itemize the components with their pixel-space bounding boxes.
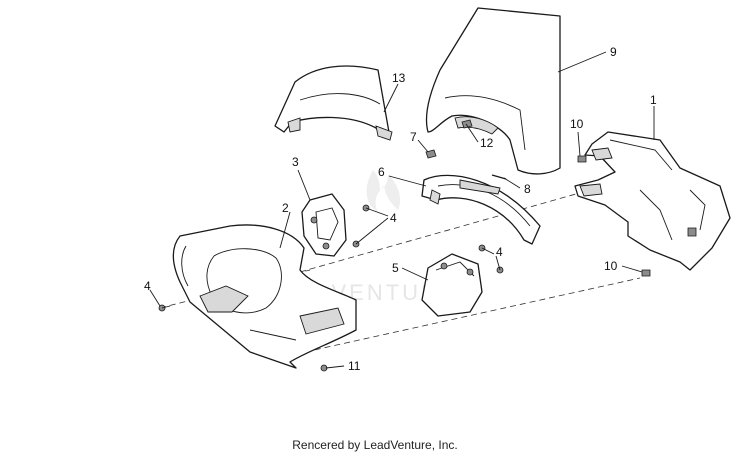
callout-6: 6 [378,165,385,179]
part-bracket [301,193,347,257]
callout-4-left: 4 [144,279,151,293]
footer-credit: Rencered by LeadVenture, Inc. [292,438,458,452]
callouts: 1 2 3 4 4 4 5 6 7 8 9 10 10 11 12 13 [144,45,657,373]
callout-13: 13 [392,71,406,85]
screw-4-left [158,304,171,312]
part-side-cover [421,253,483,317]
callout-11: 11 [348,359,361,373]
callout-7: 7 [410,130,417,144]
part-upper-trim [274,65,393,141]
part-headset-cover [172,224,357,369]
bolt-8 [491,174,507,180]
part-rear-cover [574,131,731,271]
callout-8: 8 [524,182,531,196]
fasteners [158,149,651,372]
clip-7 [425,149,437,159]
part-windscreen [425,7,561,175]
callout-4-upper: 4 [390,211,397,225]
callout-12: 12 [480,136,494,150]
callout-5: 5 [392,261,399,275]
part-grille-trim [421,174,541,245]
callout-9: 9 [610,45,617,59]
clip-10-lower [641,269,651,277]
clip-10-upper [577,155,587,163]
callout-1: 1 [650,93,657,107]
callout-4-lower: 4 [496,245,503,259]
callout-10-upper: 10 [570,117,584,131]
callout-3: 3 [292,155,299,169]
assembly-lines [159,189,641,353]
screw-4-upper [352,204,370,248]
callout-2: 2 [282,201,289,215]
leader-lines [149,51,655,369]
callout-10-lower: 10 [604,259,618,273]
